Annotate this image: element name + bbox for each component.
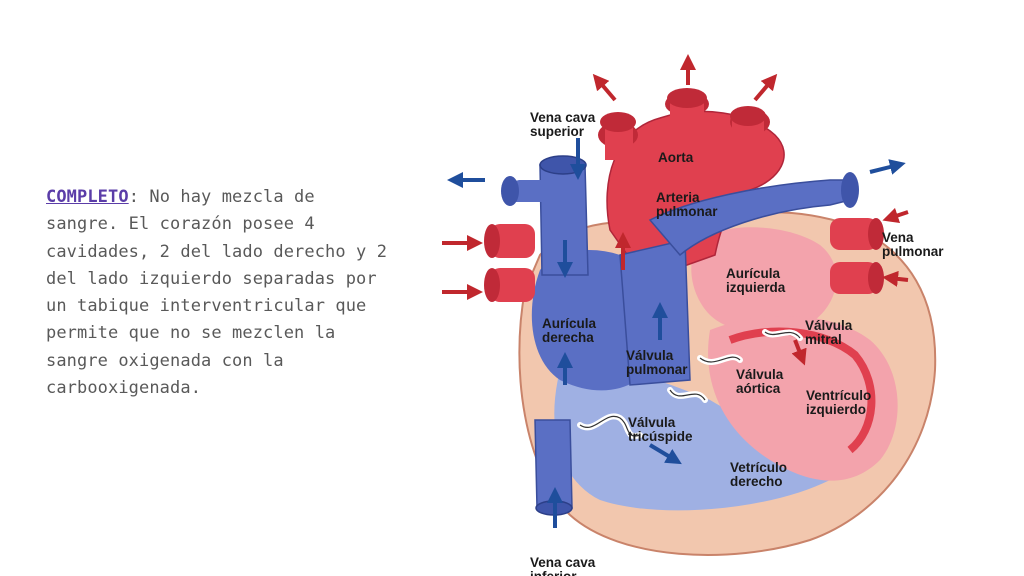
svg-text:tricúspide: tricúspide bbox=[628, 429, 693, 444]
label-vena-cava-inferior: Vena cava bbox=[530, 555, 596, 570]
svg-text:pulmonar: pulmonar bbox=[626, 362, 688, 377]
svg-text:pulmonar: pulmonar bbox=[656, 204, 718, 219]
vena-cava-inferior bbox=[534, 419, 573, 509]
svg-text:izquierdo: izquierdo bbox=[806, 402, 866, 417]
label-valvula-tricuspide: Válvula bbox=[628, 415, 676, 430]
svg-text:pulmonar: pulmonar bbox=[882, 244, 944, 259]
svg-text:mitral: mitral bbox=[805, 332, 842, 347]
label-ventriculo-izquierdo: Ventrículo bbox=[806, 388, 871, 403]
pulmonary-veins-left-side bbox=[830, 218, 884, 294]
svg-text:inferior: inferior bbox=[530, 569, 577, 576]
label-vena-cava-superior: Vena cava bbox=[530, 110, 596, 125]
svg-text:derecha: derecha bbox=[542, 330, 594, 345]
label-valvula-pulmonar: Válvula bbox=[626, 348, 674, 363]
pulmonary-veins-right-side bbox=[484, 224, 535, 302]
label-valvula-mitral: Válvula bbox=[805, 318, 853, 333]
svg-text:izquierda: izquierda bbox=[726, 280, 786, 295]
label-auricula-derecha: Aurícula bbox=[542, 316, 597, 331]
heart-diagram: Vena cava superior Aorta Arteria pulmona… bbox=[442, 54, 944, 576]
label-vena-pulmonar: Vena bbox=[882, 230, 914, 245]
left-ventricle bbox=[708, 316, 898, 481]
slide-text: COMPLETO: No hay mezcla de sangre. El co… bbox=[46, 184, 396, 402]
label-auricula-izquierda: Aurícula bbox=[726, 266, 781, 281]
svg-text:derecho: derecho bbox=[730, 474, 783, 489]
term-colon: : bbox=[128, 187, 140, 207]
svg-text:superior: superior bbox=[530, 124, 585, 139]
flow-arrows bbox=[442, 54, 909, 528]
label-aorta: Aorta bbox=[658, 150, 694, 165]
label-valvula-aortica: Válvula bbox=[736, 367, 784, 382]
left-atrium bbox=[691, 227, 837, 333]
right-ventricle bbox=[554, 367, 830, 511]
term-completo: COMPLETO bbox=[46, 187, 129, 207]
label-ventriculo-derecho: Vetrículo bbox=[730, 460, 787, 475]
label-arteria-pulmonar: Arteria bbox=[656, 190, 700, 205]
description-text: No hay mezcla de sangre. El corazón pose… bbox=[46, 187, 388, 399]
svg-text:aórtica: aórtica bbox=[736, 381, 781, 396]
